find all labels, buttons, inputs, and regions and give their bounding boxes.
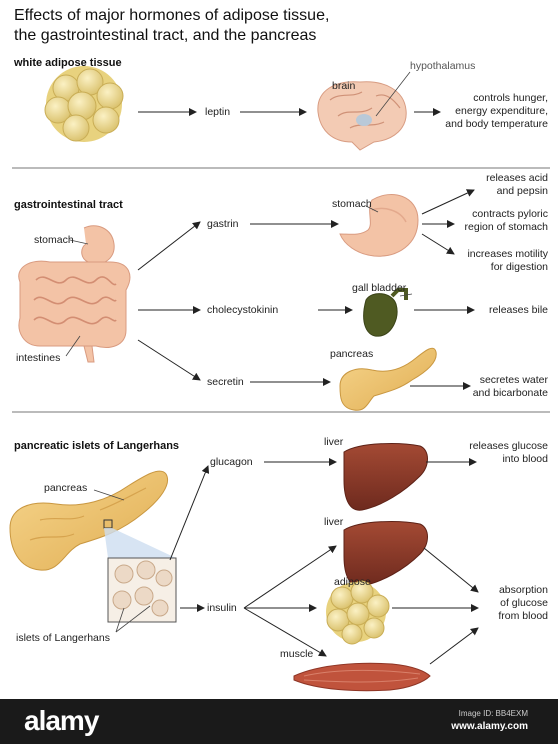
label-insulin: insulin — [207, 602, 237, 614]
image-id: Image ID: BB4EXM — [459, 709, 528, 718]
effect-motility-line-2: for digestion — [467, 261, 548, 274]
muscle-illustration — [294, 663, 430, 690]
arrow-muscle-to-absorption — [430, 628, 478, 664]
effect-absorption-line-3: from blood — [498, 610, 548, 623]
gallbladder-illustration — [364, 290, 406, 336]
section-heading-adipose: white adipose tissue — [14, 57, 122, 69]
effect-absorption-line-1: absorption — [498, 584, 548, 597]
alamy-url: www.alamy.com — [451, 721, 528, 732]
arrow-insulin-to-liver — [244, 546, 336, 608]
arrow-stomach-to-motility — [422, 234, 454, 254]
label-pancreas-large: pancreas — [44, 482, 87, 494]
arrow-islets-to-glucagon — [170, 466, 208, 560]
label-pancreas-organ: pancreas — [330, 348, 373, 360]
arrow-gi-to-secretin — [138, 340, 200, 380]
effect-glucose-line-1: releases glucose — [469, 440, 548, 453]
effect-motility: increases motility for digestion — [467, 248, 548, 274]
effect-glucose-line-2: into blood — [469, 453, 548, 466]
label-stomach-source: stomach — [34, 234, 74, 246]
effect-secretes-line-1: secretes water — [473, 374, 548, 387]
effect-leptin-line-1: controls hunger, — [445, 92, 548, 105]
label-liver-1: liver — [324, 436, 343, 448]
arrow-gi-to-gastrin — [138, 222, 200, 270]
effect-pyloric: contracts pyloric region of stomach — [465, 208, 548, 234]
label-leptin: leptin — [205, 106, 230, 118]
label-hypothalamus: hypothalamus — [410, 60, 475, 72]
label-muscle: muscle — [280, 648, 313, 660]
label-islets: islets of Langerhans — [16, 632, 110, 644]
effect-bile: releases bile — [489, 304, 548, 316]
effect-secretes-line-2: and bicarbonate — [473, 387, 548, 400]
effect-acid-line-1: releases acid — [486, 172, 548, 185]
liver-1-illustration — [344, 444, 428, 511]
watermark-footer: alamy Image ID: BB4EXM www.alamy.com — [0, 699, 558, 744]
effect-glucose-release: releases glucose into blood — [469, 440, 548, 466]
arrow-liver2-to-absorption — [424, 548, 478, 592]
label-glucagon: glucagon — [210, 456, 253, 468]
effect-acid-pepsin: releases acid and pepsin — [486, 172, 548, 198]
effect-leptin-line-2: energy expenditure, — [445, 105, 548, 118]
label-brain: brain — [332, 80, 355, 92]
label-gall-bladder: gall bladder — [352, 282, 406, 294]
effect-leptin-line-3: and body temperature — [445, 118, 548, 131]
label-liver-2: liver — [324, 516, 343, 528]
effect-secretes: secretes water and bicarbonate — [473, 374, 548, 400]
effect-motility-line-1: increases motility — [467, 248, 548, 261]
effect-pyloric-line-1: contracts pyloric — [465, 208, 548, 221]
gi-tract-illustration — [19, 226, 130, 362]
label-gastrin: gastrin — [207, 218, 239, 230]
effect-pyloric-line-2: region of stomach — [465, 221, 548, 234]
label-cholecystokinin: cholecystokinin — [207, 304, 278, 316]
section-heading-islets: pancreatic islets of Langerhans — [14, 440, 179, 452]
label-secretin: secretin — [207, 376, 244, 388]
alamy-logo: alamy — [24, 705, 98, 737]
label-adipose: adipose — [334, 576, 371, 588]
magnify-beam — [104, 528, 176, 558]
adipose-target-illustration — [326, 581, 389, 644]
effect-leptin: controls hunger, energy expenditure, and… — [445, 92, 548, 131]
label-stomach-organ: stomach — [332, 198, 372, 210]
section-heading-gi: gastrointestinal tract — [14, 199, 123, 211]
effect-absorption: absorption of glucose from blood — [498, 584, 548, 623]
label-intestines: intestines — [16, 352, 60, 364]
adipose-cluster-illustration — [45, 66, 123, 142]
effect-acid-line-2: and pepsin — [486, 185, 548, 198]
effect-absorption-line-2: of glucose — [498, 597, 548, 610]
